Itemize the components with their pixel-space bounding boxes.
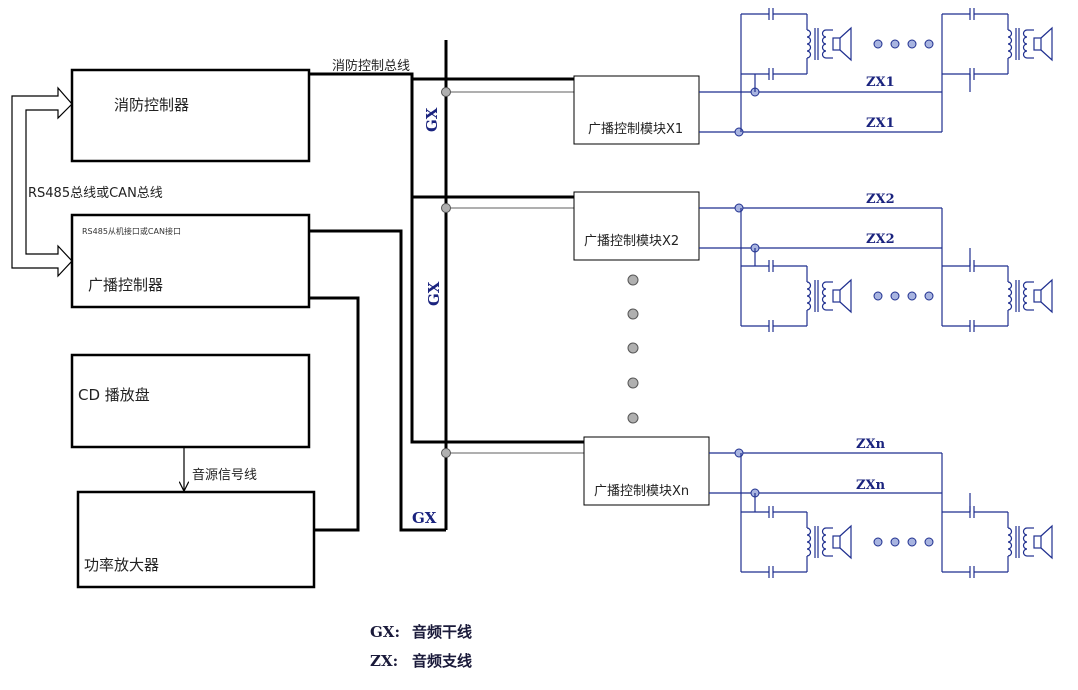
module-x1: 广播控制模块X1 [573, 75, 700, 145]
branch-xn: ZXn ZXn [709, 437, 942, 498]
branch-x1-label-1: ZX1 [866, 75, 895, 90]
gx-label-1: GX [423, 107, 441, 132]
speaker-group-x2 [740, 208, 1053, 332]
gx-trunk: GX GX GX [309, 40, 584, 532]
branch-x2: ZX2 ZX2 [699, 192, 942, 253]
speaker-group-x1 [740, 8, 1053, 132]
legend-zx-key: ZX: [370, 652, 398, 670]
power-amplifier-label: 功率放大器 [84, 556, 159, 574]
branch-xn-label-2: ZXn [856, 478, 886, 493]
branch-x1-label-2: ZX1 [866, 116, 895, 131]
speaker-assemblies [740, 8, 1053, 578]
branch-x1: ZX1 ZX1 [699, 75, 942, 137]
module-x1-label: 广播控制模块X1 [588, 122, 683, 137]
module-xn-label: 广播控制模块Xn [594, 484, 689, 499]
module-xn: 广播控制模块Xn [583, 436, 710, 506]
audio-signal-label: 音源信号线 [192, 467, 257, 483]
speaker-group-xn [740, 453, 1053, 578]
gx-label-2: GX [425, 281, 443, 306]
branch-x2-label-2: ZX2 [866, 232, 895, 247]
cd-player-block: CD 播放盘 [70, 353, 311, 449]
fire-controller-block: 消防控制器 [70, 68, 311, 163]
legend-zx-text: 音频支线 [412, 652, 472, 670]
fire-bus-label: 消防控制总线 [332, 58, 410, 74]
legend-gx-key: GX: [370, 623, 400, 641]
audio-signal-arrow: 音源信号线 [184, 447, 257, 490]
gx-label-3: GX [412, 509, 437, 527]
branch-x2-label-1: ZX2 [866, 192, 895, 207]
module-ellipsis [627, 274, 639, 424]
module-x2: 广播控制模块X2 [573, 191, 700, 261]
module-x2-label: 广播控制模块X2 [584, 234, 679, 249]
rs485-bus-arrow: RS485总线或CAN总线 [11, 86, 163, 278]
fire-controller-label: 消防控制器 [114, 96, 189, 114]
fire-control-bus: 消防控制总线 [309, 58, 584, 444]
rs485-bus-label: RS485总线或CAN总线 [28, 186, 163, 201]
legend-gx-text: 音频干线 [412, 623, 472, 641]
cd-player-label: CD 播放盘 [78, 386, 150, 404]
branch-xn-label-1: ZXn [856, 437, 886, 452]
broadcast-controller-block: RS485从机接口或CAN接口 广播控制器 [70, 213, 311, 309]
power-amplifier-block: 功率放大器 [76, 490, 316, 589]
legend: GX: 音频干线 ZX: 音频支线 [370, 623, 472, 670]
broadcast-controller-label: 广播控制器 [88, 276, 163, 294]
broadcast-interface-label: RS485从机接口或CAN接口 [82, 226, 181, 236]
